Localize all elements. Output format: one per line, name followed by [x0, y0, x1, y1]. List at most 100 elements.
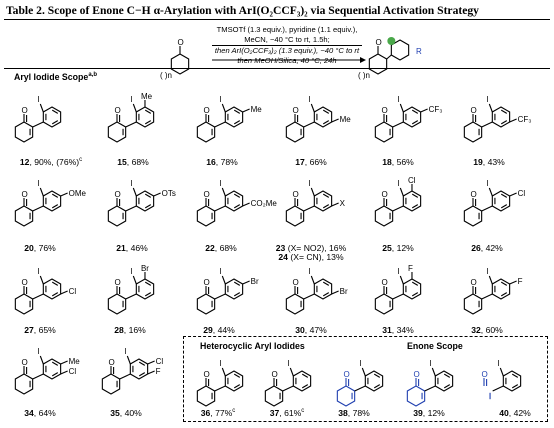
compound-id: 37: [269, 408, 280, 418]
aryl-double-1: [51, 281, 59, 286]
aryl-ring: [224, 370, 244, 392]
iodine-atom: I: [130, 179, 132, 188]
substituent-br: Br: [340, 287, 348, 296]
substituent-me: Me: [340, 115, 352, 124]
compound-id: 25: [382, 243, 392, 253]
enone-ring: [285, 293, 305, 315]
iodine-atom: I: [124, 347, 126, 356]
compound-id: 39: [413, 408, 423, 418]
aryl-double-2: [322, 120, 330, 125]
oxygen-atom: O: [22, 190, 28, 199]
compound-id: 20: [24, 243, 34, 253]
aryl-double-1: [511, 373, 519, 378]
substituent-bond: [60, 360, 68, 365]
compound-label-37: 37, 61%c: [270, 408, 305, 418]
substituent-cl: Cl: [518, 189, 526, 198]
enone-ring: [285, 205, 305, 227]
aryl-double-1: [500, 193, 508, 198]
condition-line-3: then ArI(O₂CCF₃)₂ (1.3 equiv.), −40 °C t…: [212, 45, 362, 56]
aryl-double-2: [373, 384, 381, 389]
aryl-double-1: [411, 281, 419, 286]
aryl-double-2: [500, 292, 508, 297]
compound-yield: , 64%: [33, 408, 56, 418]
iodide-bond: [39, 275, 44, 285]
enone-ring: [196, 293, 216, 315]
iodine-atom: I: [219, 179, 221, 188]
substituent-ots: OTs: [162, 189, 176, 198]
iodine-atom: I: [486, 179, 488, 188]
aryl-double-1: [322, 109, 330, 114]
scheme-structures: O( )nOR( )n: [160, 37, 422, 80]
iodine-atom: I: [37, 179, 39, 188]
compound-id: 29: [203, 325, 213, 335]
aryl-double-1: [144, 193, 152, 198]
product-n-label: ( )n: [358, 71, 370, 80]
aryl-ring: [135, 278, 155, 300]
section-aryl-label: Aryl Iodide Scope: [14, 72, 89, 82]
substituent-cf3: CF₃: [429, 105, 443, 114]
enone-ring: [374, 205, 394, 227]
aryl-double-2: [233, 120, 241, 125]
compound-id: 22: [205, 243, 215, 253]
iodine-atom: I: [397, 267, 399, 276]
aryl-double-2: [51, 120, 59, 125]
aryl-double-2: [144, 120, 152, 125]
compound-yield: , 12%: [391, 243, 414, 253]
aryl-bond: [481, 205, 493, 212]
iodide-bond: [488, 187, 493, 197]
iodide-bond: [488, 275, 493, 285]
section-enone: Enone Scope: [407, 341, 463, 351]
hetero-enone-box: [183, 336, 548, 422]
compound-yield: , 78%: [347, 408, 370, 418]
substituent-me: Me: [141, 92, 153, 101]
substituent-cl: Cl: [69, 287, 77, 296]
aryl-bond: [424, 385, 436, 392]
compound-id: 40: [499, 408, 509, 418]
aryl-double-1: [233, 193, 241, 198]
iodide-bond: [221, 187, 226, 197]
compound-yield: , 77%: [210, 408, 233, 418]
substituent-ome: OMe: [69, 189, 87, 198]
sm-n-label: ( )n: [160, 71, 172, 80]
compound-label-32: 32, 60%: [471, 325, 503, 335]
iodine-atom: I: [130, 95, 132, 104]
aryl-double-2: [51, 372, 59, 377]
aryl-double-2: [51, 204, 59, 209]
aryl-bond: [392, 293, 404, 300]
aryl-bond: [32, 205, 44, 212]
product-r-label: R: [416, 47, 422, 56]
iodide-bond: [132, 103, 137, 113]
iodine-atom: I: [308, 179, 310, 188]
oxygen-atom: O: [204, 190, 210, 199]
compound-yield: , 34%: [391, 325, 414, 335]
enone-ring: [463, 121, 483, 143]
compound-yield: (X= CN), 13%: [287, 252, 344, 262]
compound-id: 31: [382, 325, 392, 335]
iodide-bond: [221, 103, 226, 113]
aryl-bond: [303, 205, 315, 212]
compound-label-22: 22, 68%: [205, 243, 237, 253]
substituent-me: Me: [251, 105, 263, 114]
iodide-bond: [499, 367, 504, 377]
compound-yield: (X= NO2), 16%: [285, 243, 347, 253]
compound-label-15: 15, 68%: [117, 157, 149, 167]
aryl-double-2: [233, 292, 241, 297]
enone-ring: [336, 385, 356, 407]
compound-label-28: 28, 16%: [114, 325, 146, 335]
compound-id: 16: [206, 157, 216, 167]
iodine-atom: I: [37, 267, 39, 276]
compound-label-16: 16, 78%: [206, 157, 238, 167]
compound-footnote: c: [79, 157, 83, 164]
iodide-bond: [132, 275, 137, 285]
substituent-cl: Cl: [156, 357, 164, 366]
compound-label-38: 38, 78%: [338, 408, 370, 418]
compound-id: 35: [110, 408, 120, 418]
enone-ring: [285, 121, 305, 143]
compound-yield: , 43%: [482, 157, 505, 167]
aryl-double-1: [51, 109, 59, 114]
iodide-bond: [221, 275, 226, 285]
